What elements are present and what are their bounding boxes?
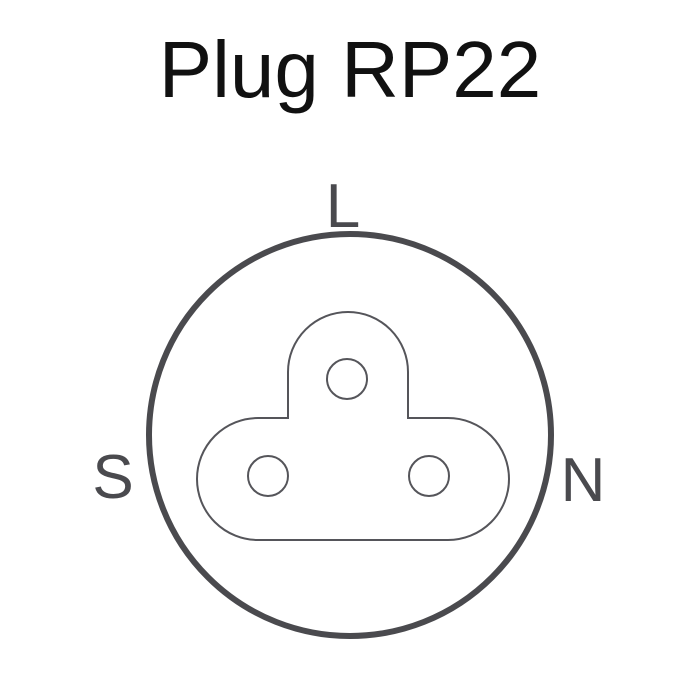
pin-hole-neutral: [408, 455, 450, 497]
plug-outer-circle: [146, 231, 554, 639]
pin-label-l: L: [326, 172, 360, 241]
diagram-title: Plug RP22: [158, 25, 542, 114]
pin-hole-earth: [247, 455, 289, 497]
pin-label-n: N: [561, 446, 606, 515]
plug-face-outline: [196, 311, 510, 541]
pin-hole-live: [326, 358, 368, 400]
pin-label-s: S: [92, 443, 133, 512]
